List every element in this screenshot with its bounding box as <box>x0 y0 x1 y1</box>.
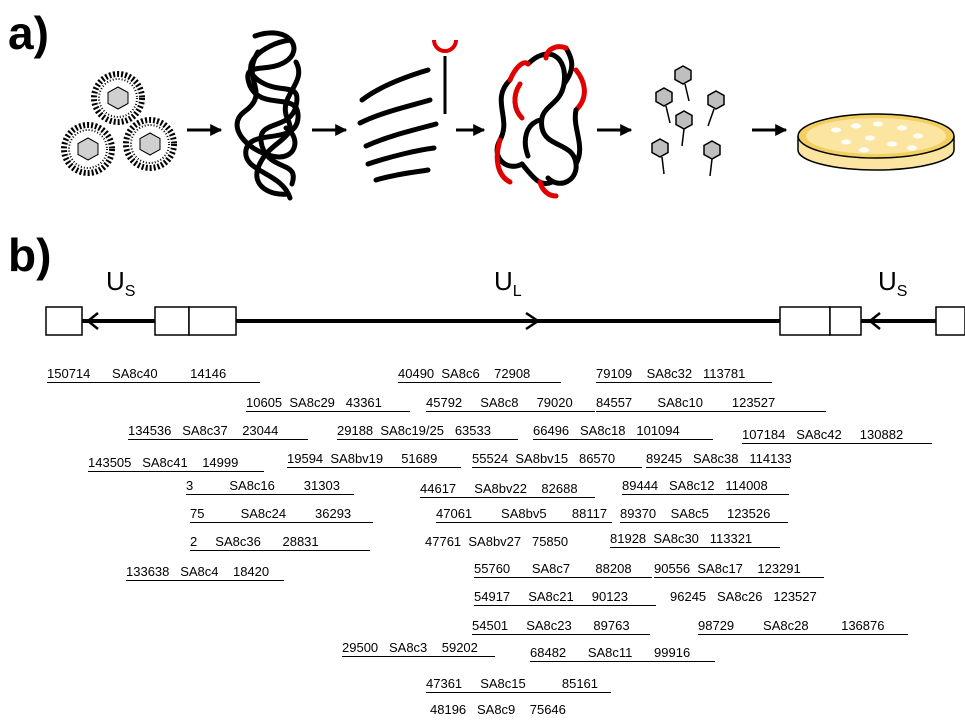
hybridized-dna-icon <box>494 44 587 199</box>
panel-label-b: b) <box>8 229 52 281</box>
clone-entry: 89370 SA8c5 123526 <box>620 506 788 523</box>
clone-entry: 29500 SA8c3 59202 <box>342 640 495 657</box>
clone-entry: 68482 SA8c11 99916 <box>530 645 715 662</box>
region-label-us-right: US <box>878 266 908 300</box>
clone-entry: 47761 SA8bv27 75850 <box>425 534 569 549</box>
panel-label-a: a) <box>8 7 49 59</box>
clone-entry: 75 SA8c24 36293 <box>190 506 373 523</box>
dna-fragments-icon <box>357 67 439 183</box>
clone-entry: 29188 SA8c19/25 63533 <box>337 423 518 440</box>
clone-entry: 90556 SA8c17 123291 <box>654 561 824 578</box>
clone-entry: 48196 SA8c9 75646 <box>430 702 566 717</box>
clone-entry: 98729 SA8c28 136876 <box>698 618 908 635</box>
clone-entry: 45792 SA8c8 79020 <box>426 395 595 412</box>
clone-entry: 3 SA8c16 31303 <box>186 478 354 495</box>
clone-entry: 150714 SA8c40 14146 <box>47 366 260 383</box>
virion-cluster-icon <box>61 71 177 176</box>
clone-entry: 143505 SA8c41 14999 <box>88 455 264 472</box>
clone-entry: 89245 SA8c38 114133 <box>646 451 792 468</box>
phage-particles-icon <box>651 65 725 177</box>
clone-entry: 84557 SA8c10 123527 <box>596 395 826 412</box>
genome-map <box>45 306 965 336</box>
clone-entry: 107184 SA8c42 130882 <box>742 427 932 444</box>
clone-entry: 134536 SA8c37 23044 <box>128 423 308 440</box>
clone-entry: 40490 SA8c6 72908 <box>398 366 561 383</box>
clone-entry: 44617 SA8bv22 82688 <box>420 481 595 498</box>
probe-icon <box>432 39 458 114</box>
dna-tangle-icon <box>234 30 302 201</box>
clone-entry: 66496 SA8c18 101094 <box>533 423 713 440</box>
clone-entry: 79109 SA8c32 113781 <box>596 366 772 383</box>
region-label-us-left: US <box>106 266 136 300</box>
region-label-ul: UL <box>494 266 522 300</box>
clone-entry: 2 SA8c36 28831 <box>190 534 370 551</box>
clone-entry: 10605 SA8c29 43361 <box>246 395 410 412</box>
clone-entry: 55524 SA8bv15 86570 <box>472 451 642 468</box>
clone-entry: 54917 SA8c21 90123 <box>474 589 656 606</box>
clone-entry: 96245 SA8c26 123527 <box>670 589 817 604</box>
petri-dish-icon <box>797 113 955 171</box>
clone-entry: 81928 SA8c30 113321 <box>610 531 780 548</box>
clone-entry: 47361 SA8c15 85161 <box>426 676 611 693</box>
clone-entry: 55760 SA8c7 88208 <box>474 561 652 578</box>
clone-entry: 19594 SA8bv19 51689 <box>287 451 461 468</box>
clone-entry: 89444 SA8c12 114008 <box>622 478 789 495</box>
clone-entry: 54501 SA8c23 89763 <box>472 618 650 635</box>
clone-entry: 133638 SA8c4 18420 <box>126 564 284 581</box>
clone-entry: 47061 SA8bv5 88117 <box>436 506 612 523</box>
